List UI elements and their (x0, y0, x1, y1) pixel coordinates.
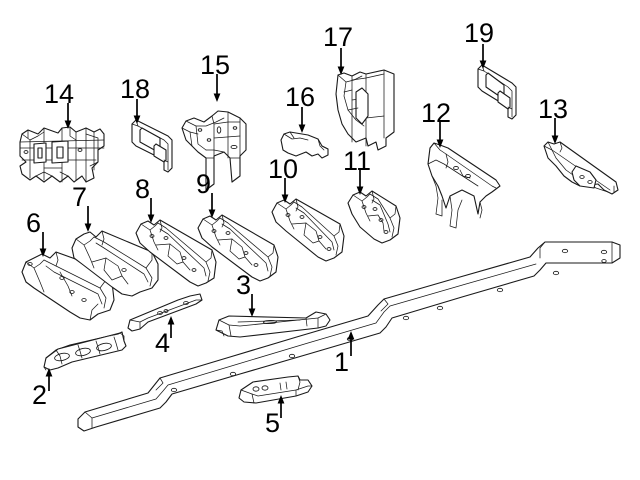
part-18-side-reinforcement-panel-left (131, 119, 173, 173)
callout-label-19[interactable]: 19 (464, 18, 495, 48)
callout-label-16[interactable]: 16 (285, 82, 316, 112)
part-5-body-mount-reinforcement (238, 375, 313, 404)
callout-label-12[interactable]: 12 (421, 98, 452, 128)
part-12-front-suspension-crossmember (427, 142, 501, 229)
callout-label-17[interactable]: 17 (323, 22, 354, 52)
callout-label-3[interactable]: 3 (236, 270, 252, 300)
callout-label-11[interactable]: 11 (343, 146, 372, 176)
part-4-gusset-plate (127, 293, 203, 332)
callout-label-6[interactable]: 6 (26, 208, 42, 238)
part-16-reinforcement-plate-small (280, 131, 329, 159)
part-17-front-body-mount-bracket (335, 69, 395, 151)
callout-label-18[interactable]: 18 (120, 74, 151, 104)
callout-label-7[interactable]: 7 (72, 182, 88, 212)
part-7-rear-crossmember-right (71, 230, 159, 297)
callout-label-4[interactable]: 4 (155, 328, 171, 358)
callout-label-8[interactable]: 8 (135, 174, 151, 204)
part-2-front-floor-crossmember (43, 331, 127, 371)
part-13-front-rail-extension (543, 141, 619, 195)
part-10-intermediate-rail-c (271, 198, 345, 262)
part-8-intermediate-rail-a (135, 219, 217, 287)
part-19-side-reinforcement-panel-right (477, 64, 517, 120)
callout-label-13[interactable]: 13 (538, 94, 569, 124)
callout-label-5[interactable]: 5 (265, 408, 281, 438)
callout-label-14[interactable]: 14 (44, 79, 75, 109)
callout-label-15[interactable]: 15 (200, 50, 231, 80)
callout-label-1[interactable]: 1 (334, 347, 350, 377)
callout-label-2[interactable]: 2 (32, 380, 48, 410)
callout-label-10[interactable]: 10 (268, 154, 299, 184)
leader-arrows (39, 44, 559, 418)
callout-label-9[interactable]: 9 (196, 169, 212, 199)
part-9-intermediate-rail-b (197, 214, 279, 282)
part-14-front-rail-assembly-bracket (19, 126, 105, 183)
part-15-shock-tower-bracket (181, 110, 247, 191)
part-11-intermediate-rail-d (347, 190, 401, 244)
part-3-body-mount-bracket (215, 311, 331, 338)
